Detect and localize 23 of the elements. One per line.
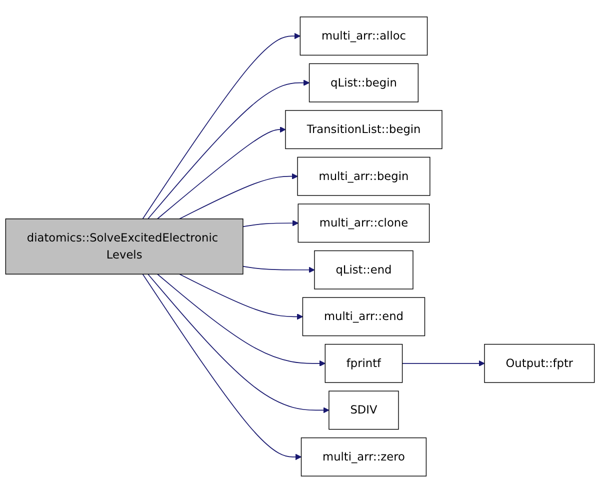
node-box: multi_arr::begin (297, 156, 430, 196)
node-box: multi_arr::end (302, 297, 426, 336)
arrow (148, 274, 330, 414)
node-box: qList::end (314, 250, 414, 290)
arrow (242, 266, 315, 273)
node-box: TransitionList::begin (285, 110, 442, 150)
arrow (156, 126, 286, 220)
arrow (148, 80, 310, 220)
node-box: diatomics::SolveExcitedElectronic Levels (5, 218, 244, 274)
arrow (242, 220, 298, 228)
node-box: multi_arr::clone (298, 204, 430, 243)
arrow (402, 360, 485, 367)
node-box: Output::fptr (484, 344, 595, 383)
node-box: SDIV (328, 390, 399, 430)
arrow (142, 274, 302, 460)
node-box: qList::begin (308, 63, 419, 102)
arrow (179, 274, 303, 320)
node-box: multi_arr::zero (300, 437, 427, 476)
arrow (142, 32, 300, 220)
arrow (156, 274, 326, 367)
arrow (179, 173, 298, 220)
node-box: fprintf (324, 344, 403, 383)
node-box: multi_arr::alloc (300, 16, 428, 56)
